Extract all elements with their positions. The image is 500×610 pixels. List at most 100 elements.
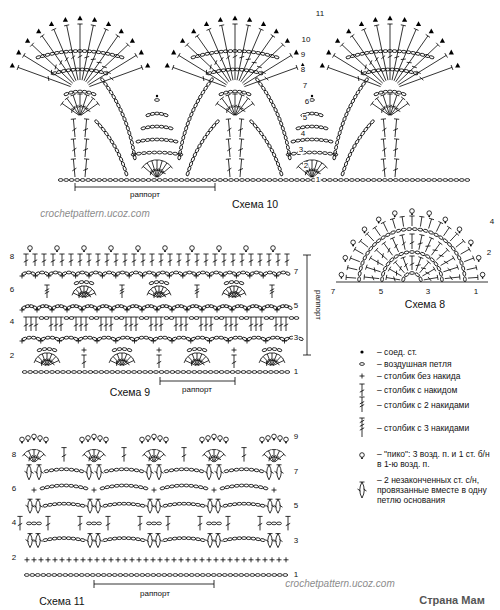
stitch-symbol bbox=[52, 574, 57, 577]
stitch-symbol bbox=[463, 271, 467, 276]
stitch-symbol bbox=[440, 277, 443, 282]
stitch-symbol bbox=[73, 317, 78, 318]
stitch-symbol bbox=[42, 452, 45, 456]
stitch-symbol bbox=[226, 138, 231, 140]
stitch-symbol bbox=[251, 336, 256, 339]
stitch-symbol bbox=[84, 138, 89, 140]
stitch-symbol bbox=[54, 484, 59, 487]
stitch-symbol bbox=[160, 160, 165, 162]
stitch-symbol bbox=[269, 353, 274, 354]
stitch-symbol bbox=[221, 254, 226, 255]
stitch-symbol bbox=[73, 50, 78, 53]
stitch-symbol bbox=[146, 557, 147, 562]
stitch-symbol bbox=[393, 169, 398, 171]
stitch-symbol bbox=[26, 254, 27, 266]
stitch-symbol bbox=[35, 454, 44, 462]
stitch-symbol bbox=[336, 282, 488, 283]
stitch-symbol bbox=[86, 109, 91, 111]
stitch-symbol bbox=[315, 160, 320, 162]
stitch-symbol bbox=[160, 377, 161, 385]
stitch-symbol bbox=[381, 221, 386, 223]
stitch-symbol bbox=[407, 62, 412, 64]
stitch-symbol bbox=[51, 317, 52, 331]
stitch-symbol bbox=[168, 260, 172, 262]
stitch-symbol bbox=[383, 159, 385, 177]
stitch-symbol bbox=[105, 260, 109, 262]
stitch-symbol bbox=[187, 348, 192, 352]
stitch-symbol bbox=[79, 574, 84, 577]
stitch-symbol bbox=[355, 53, 360, 57]
stitch-symbol bbox=[374, 50, 379, 53]
stitch-symbol bbox=[436, 43, 440, 47]
stitch-symbol bbox=[107, 271, 112, 274]
stitch-symbol bbox=[64, 179, 69, 182]
stitch-symbol bbox=[220, 57, 223, 61]
stitch-symbol bbox=[222, 98, 235, 115]
stitch-symbol bbox=[383, 90, 388, 93]
stitch-symbol bbox=[60, 60, 62, 65]
stitch-symbol bbox=[77, 94, 82, 95]
stitch-symbol bbox=[358, 489, 361, 491]
stitch-symbol bbox=[82, 50, 87, 53]
stitch-symbol bbox=[195, 557, 196, 562]
stitch-symbol bbox=[187, 308, 188, 313]
stitch-symbol bbox=[239, 281, 244, 285]
stitch-symbol bbox=[370, 119, 375, 124]
stitch-symbol bbox=[263, 371, 268, 374]
stitch-symbol bbox=[236, 106, 241, 108]
stitch-symbol bbox=[149, 254, 154, 255]
stitch-symbol bbox=[401, 257, 406, 259]
stitch-symbol bbox=[411, 213, 413, 215]
stitch-symbol bbox=[214, 271, 219, 274]
stitch-symbol bbox=[132, 557, 133, 562]
stitch-symbol bbox=[360, 363, 365, 366]
stitch-symbol bbox=[73, 159, 75, 177]
stitch-symbol bbox=[346, 275, 347, 280]
stitch-symbol bbox=[392, 90, 397, 93]
stitch-symbol bbox=[159, 280, 164, 283]
stitch-symbol bbox=[376, 250, 387, 260]
stitch-symbol bbox=[218, 17, 223, 22]
stitch-symbol bbox=[381, 56, 385, 59]
stitch-symbol bbox=[119, 317, 124, 320]
stitch-symbol bbox=[126, 502, 131, 505]
stitch-symbol bbox=[400, 266, 402, 271]
stitch-symbol bbox=[421, 268, 426, 269]
stitch-symbol bbox=[152, 286, 157, 288]
stitch-symbol bbox=[158, 166, 171, 177]
stitch-symbol bbox=[242, 254, 243, 266]
stitch-symbol bbox=[25, 38, 30, 43]
stitch-symbol bbox=[412, 228, 417, 231]
stitch-symbol bbox=[410, 209, 415, 214]
stitch-symbol bbox=[187, 271, 192, 274]
stitch-symbol bbox=[40, 353, 45, 355]
stitch-symbol bbox=[233, 90, 238, 93]
stitch-symbol bbox=[281, 43, 285, 47]
stitch-symbol bbox=[381, 108, 383, 113]
stitch-symbol bbox=[257, 66, 262, 68]
stitch-symbol bbox=[385, 105, 388, 109]
stitch-symbol bbox=[240, 94, 245, 96]
stitch-symbol bbox=[300, 179, 305, 182]
stitch-symbol bbox=[239, 574, 244, 577]
stitch-symbol bbox=[382, 128, 386, 131]
stitch-symbol bbox=[62, 455, 66, 457]
stitch-symbol bbox=[176, 336, 181, 339]
stitch-symbol bbox=[101, 317, 102, 331]
stitch-symbol bbox=[151, 574, 156, 577]
stitch-symbol bbox=[393, 211, 398, 216]
stitch-symbol bbox=[114, 260, 118, 262]
stitch-symbol bbox=[156, 95, 158, 97]
stitch-symbol bbox=[83, 107, 88, 109]
stitch-symbol bbox=[279, 557, 280, 562]
stitch-symbol bbox=[393, 179, 398, 182]
stitch-symbol bbox=[40, 34, 44, 37]
stitch-symbol bbox=[100, 486, 105, 490]
stitch-symbol bbox=[333, 155, 336, 160]
stitch-symbol bbox=[459, 232, 461, 234]
stitch-symbol bbox=[51, 260, 55, 262]
stitch-symbol bbox=[261, 574, 266, 577]
stitch-symbol bbox=[457, 265, 459, 270]
stitch-symbol bbox=[425, 272, 429, 275]
stitch-symbol bbox=[478, 260, 480, 262]
